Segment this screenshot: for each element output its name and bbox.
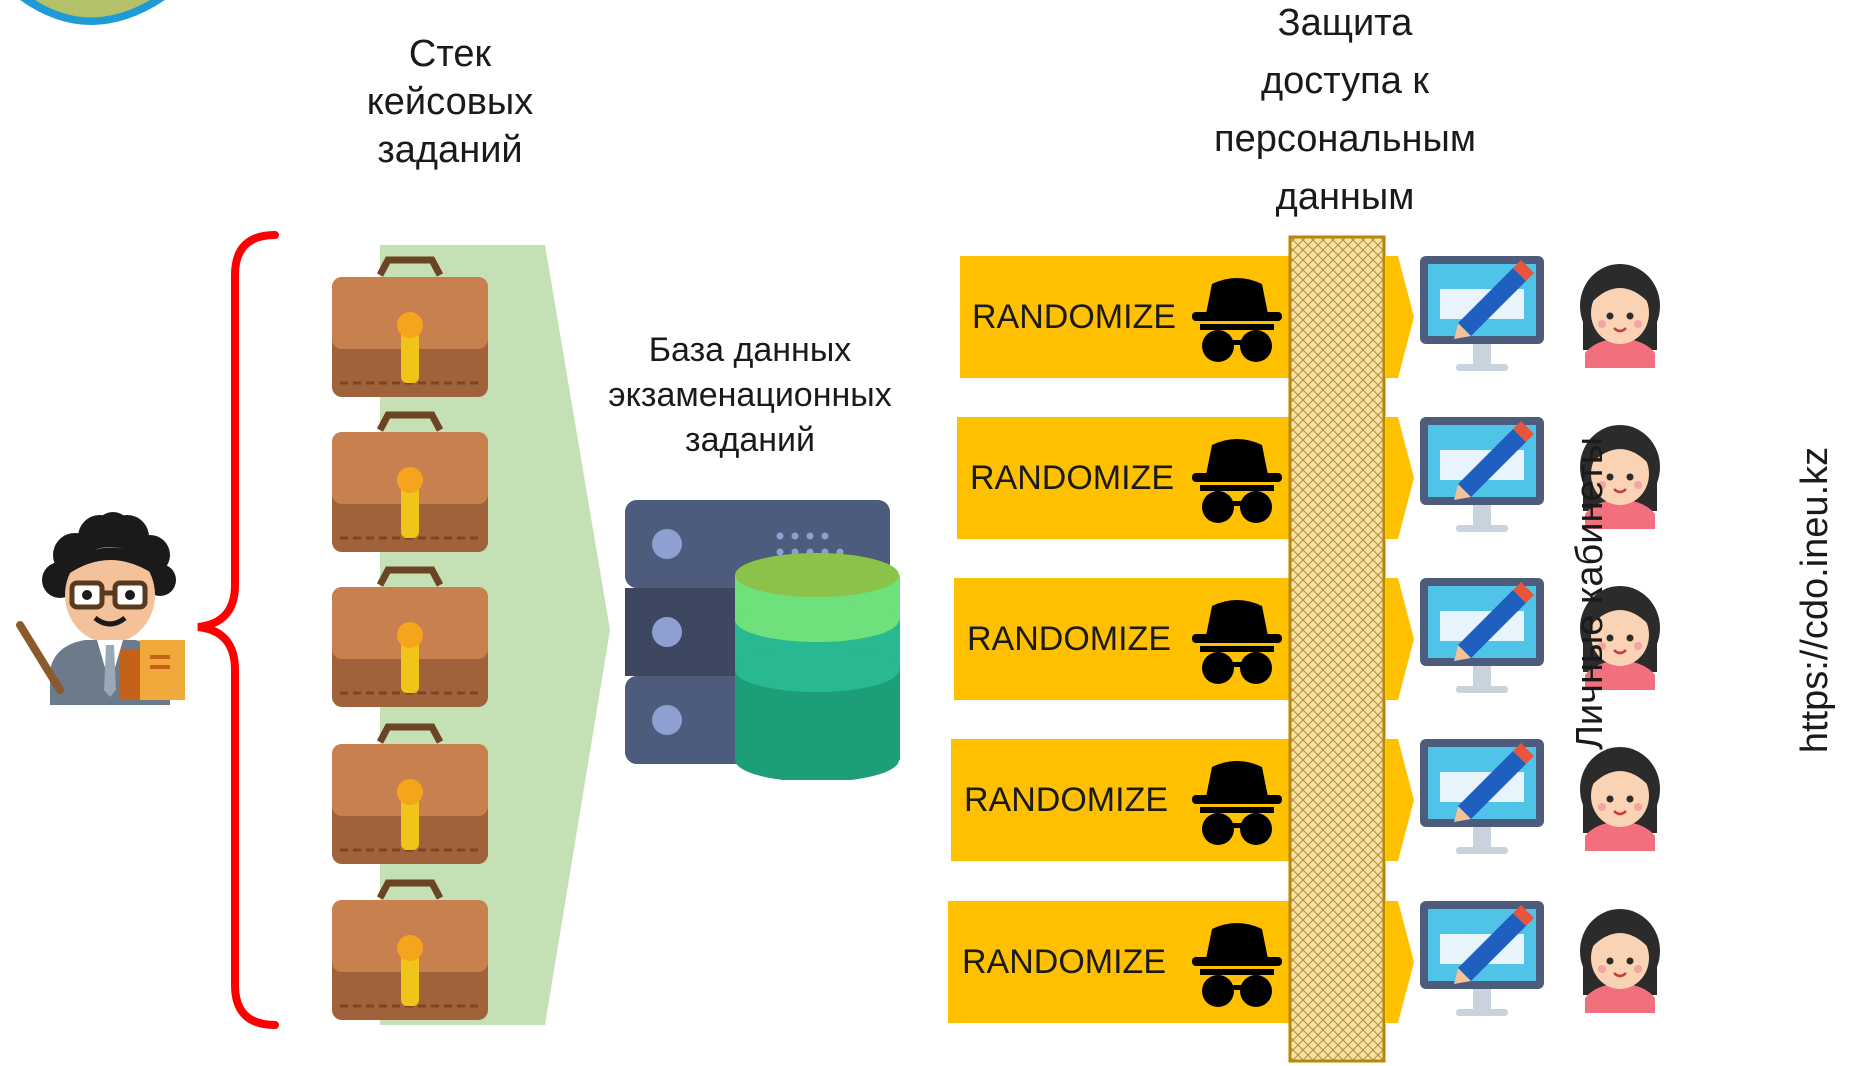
student-avatar-icon [1580, 909, 1660, 1013]
student-avatar-icon [1580, 425, 1660, 529]
anonymous-spy-icon [1192, 278, 1282, 362]
briefcase-icon [332, 566, 488, 707]
briefcase-icon [332, 879, 488, 1020]
university-logo [20, 0, 165, 25]
student-avatar-icon [1580, 264, 1660, 368]
monitor-edit-icon [1420, 739, 1544, 854]
flow-arrow [1386, 739, 1414, 861]
anonymous-spy-icon [1192, 600, 1282, 684]
site-url[interactable]: https://cdo.ineu.kz [1794, 446, 1836, 754]
monitor-edit-icon [1420, 578, 1544, 693]
stack-brace [197, 231, 279, 1029]
flow-arrow [1386, 256, 1414, 378]
anonymous-spy-icon [1192, 923, 1282, 1007]
teacher-icon [16, 512, 185, 705]
student-avatar-icon [1580, 586, 1660, 690]
flow-arrow [1386, 578, 1414, 700]
database-title: База данных экзаменационных заданий [608, 331, 892, 459]
briefcase-icon [332, 723, 488, 864]
flow-arrow [1386, 417, 1414, 539]
monitor-edit-icon [1420, 417, 1544, 532]
randomize-label: RANDOMIZE [962, 943, 1166, 981]
database-server-icon [625, 500, 900, 780]
student-avatar-icon [1580, 747, 1660, 851]
randomize-label: RANDOMIZE [972, 298, 1176, 336]
anonymous-spy-icon [1192, 761, 1282, 845]
flow-arrow [1386, 901, 1414, 1023]
protection-title: Защита доступа к персональным данным [1214, 2, 1476, 218]
randomize-label: RANDOMIZE [970, 459, 1174, 497]
monitor-edit-icon [1420, 901, 1544, 1016]
randomize-label: RANDOMIZE [964, 781, 1168, 819]
monitor-edit-icon [1420, 256, 1544, 371]
personal-cabinets-label: Личные кабинеты [1569, 436, 1611, 750]
randomize-label: RANDOMIZE [967, 620, 1171, 658]
firewall-barrier [1288, 235, 1386, 1063]
briefcase-icon [332, 256, 488, 397]
briefcase-icon [332, 411, 488, 552]
anonymous-spy-icon [1192, 439, 1282, 523]
stack-title: Стек кейсовых заданий [366, 33, 534, 171]
